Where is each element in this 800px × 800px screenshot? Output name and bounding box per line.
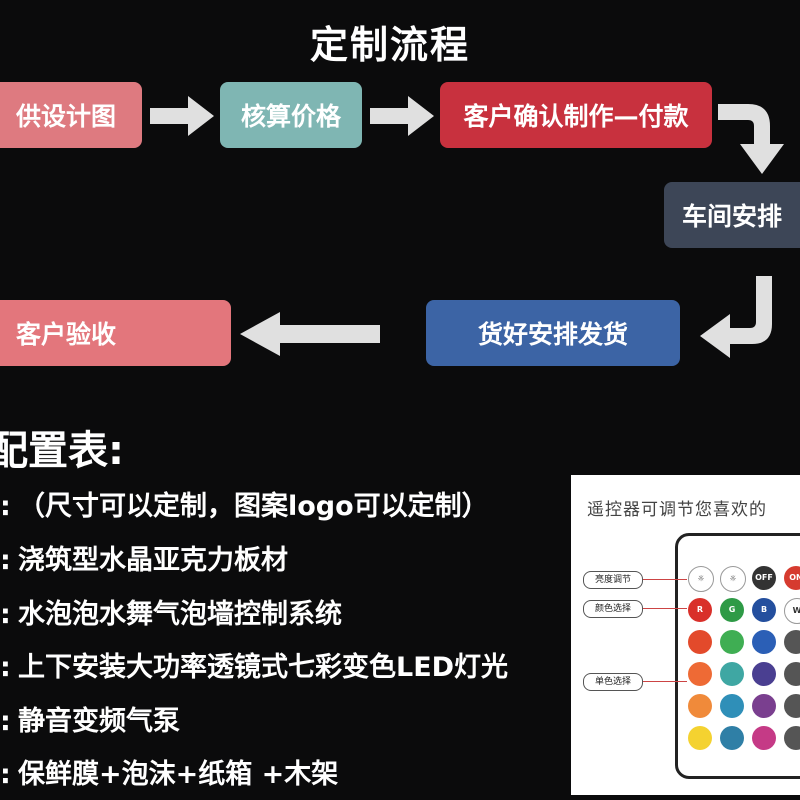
config-item: :保鲜膜+泡沫+纸箱 +木架 (0, 759, 339, 790)
flow-step-shipping-label: 货好安排发货 (477, 320, 628, 349)
flow-step-workshop-label: 车间安排 (682, 202, 783, 231)
config-item-text: 上下安装大功率透镜式七彩变色LED灯光 (18, 652, 509, 683)
flow-step-confirm-pay-label: 客户确认制作—付款 (463, 102, 689, 131)
color-button (752, 694, 776, 718)
config-item: :静音变频气泵 (0, 706, 180, 737)
color-button (752, 726, 776, 750)
config-item-text: 水泡泡水舞气泡墙控制系统 (18, 599, 342, 630)
config-item-text: 浇筑型水晶亚克力板材 (18, 545, 288, 576)
config-title: 配置表: (0, 428, 124, 474)
arrow-left-icon (240, 312, 380, 356)
brightness-down-icon: ☼ (720, 566, 746, 592)
pointer-line (643, 681, 687, 682)
color-button (688, 662, 712, 686)
flow-step-acceptance: 客户验收 (0, 300, 231, 366)
color-button (688, 694, 712, 718)
blue-button: B (752, 598, 776, 622)
off-button: OFF (752, 566, 776, 590)
flow-step-pricing-label: 核算价格 (240, 102, 341, 131)
color-button (720, 726, 744, 750)
color-button (720, 694, 744, 718)
config-item-text: 保鲜膜+泡沫+纸箱 +木架 (18, 759, 339, 790)
white-button: W (784, 598, 800, 624)
config-item: :上下安装大功率透镜式七彩变色LED灯光 (0, 652, 509, 683)
pointer-line (643, 579, 687, 580)
single-color-label: 单色选择 (583, 673, 643, 691)
config-item: :水泡泡水舞气泡墙控制系统 (0, 599, 342, 630)
flow-step-design: 供设计图 (0, 82, 142, 148)
on-button: ON (784, 566, 800, 590)
color-button (784, 726, 800, 750)
color-button (752, 662, 776, 686)
page-title: 定制流程 (309, 23, 470, 67)
color-button (784, 694, 800, 718)
config-item: :浇筑型水晶亚克力板材 (0, 545, 288, 576)
color-button (784, 662, 800, 686)
color-button (752, 630, 776, 654)
curved-arrow-down-icon (718, 104, 784, 174)
flow-step-acceptance-label: 客户验收 (16, 320, 117, 349)
config-item-text: 静音变频气泵 (18, 706, 180, 737)
config-item: :（尺寸可以定制，图案logo可以定制） (0, 491, 489, 522)
remote-body: ☼ ☼ OFF ON R G B W (675, 533, 800, 779)
brightness-up-icon: ☼ (688, 566, 714, 592)
arrow-right-icon (150, 96, 214, 136)
red-button: R (688, 598, 712, 622)
color-select-label: 颜色选择 (583, 600, 643, 618)
curved-arrow-return-icon (700, 276, 772, 358)
flow-step-confirm-pay: 客户确认制作—付款 (440, 82, 712, 148)
flow-step-shipping: 货好安排发货 (426, 300, 680, 366)
remote-panel-title: 遥控器可调节您喜欢的 (587, 500, 767, 520)
green-button: G (720, 598, 744, 622)
remote-control-image: 遥控器可调节您喜欢的 ☼ ☼ OFF ON R G B W 亮度调节 颜色选择 … (571, 475, 800, 795)
color-button (720, 630, 744, 654)
config-item-text: （尺寸可以定制，图案logo可以定制） (18, 491, 489, 522)
color-button (688, 726, 712, 750)
color-button (720, 662, 744, 686)
flow-step-workshop: 车间安排 (664, 182, 800, 248)
arrow-right-icon (370, 96, 434, 136)
color-button (784, 630, 800, 654)
flow-step-pricing: 核算价格 (220, 82, 362, 148)
brightness-label: 亮度调节 (583, 571, 643, 589)
flow-step-design-label: 供设计图 (15, 102, 116, 131)
pointer-line (643, 608, 687, 609)
color-button (688, 630, 712, 654)
